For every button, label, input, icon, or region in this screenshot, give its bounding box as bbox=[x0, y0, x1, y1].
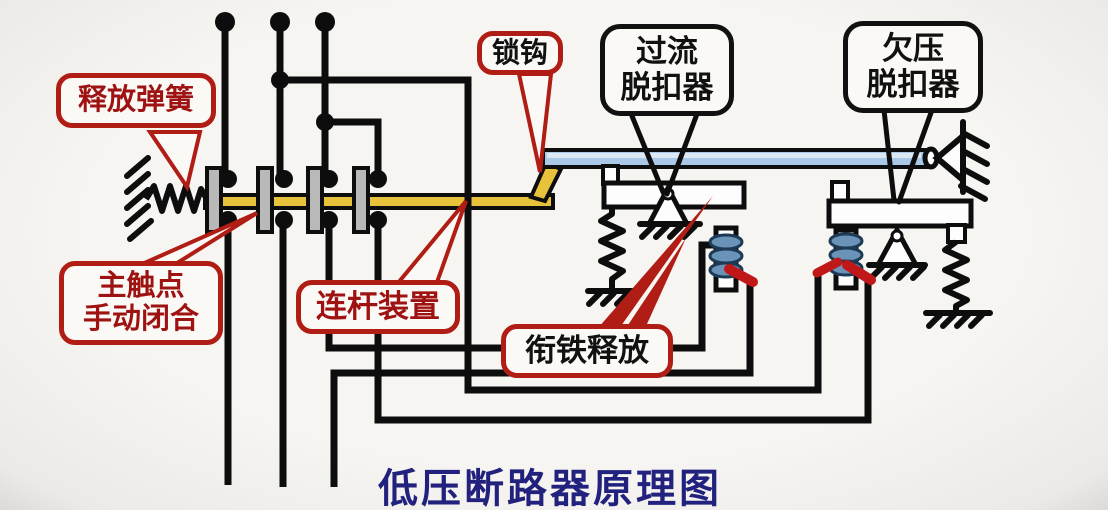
contact-plate bbox=[256, 166, 274, 234]
release-spring-pointer bbox=[146, 130, 203, 192]
contact-plate bbox=[306, 166, 324, 234]
uv-coil-feed-stub bbox=[812, 257, 843, 278]
contact-plates bbox=[205, 166, 370, 234]
terminal-dot bbox=[315, 12, 335, 32]
terminal-dots bbox=[215, 12, 387, 229]
fixed-contact-dot bbox=[320, 170, 338, 188]
label-main-contact-line2: 手动闭合 bbox=[82, 303, 199, 335]
terminal-dot bbox=[270, 12, 290, 32]
armature-release-pointer-1 bbox=[598, 196, 713, 333]
bar-end-cone bbox=[932, 129, 966, 187]
wall-anchor-left bbox=[124, 155, 154, 242]
fixed-contact-dot bbox=[369, 170, 387, 188]
junction-dot bbox=[316, 113, 334, 131]
oc-armature bbox=[724, 264, 758, 287]
label-release-spring: 释放弹簧 bbox=[56, 73, 216, 128]
pole3-branch-wire bbox=[325, 118, 382, 176]
uv-spring-ground bbox=[923, 310, 993, 329]
uv-lever bbox=[826, 198, 974, 229]
uv-pivot-ground bbox=[866, 262, 928, 281]
label-undervoltage: 欠压 脱扣器 bbox=[843, 21, 983, 113]
label-release-spring-text: 释放弹簧 bbox=[77, 83, 194, 116]
label-overcurrent-line1: 过流 bbox=[636, 34, 698, 70]
label-undervoltage-line2: 脱扣器 bbox=[866, 67, 960, 102]
label-armature-release: 衔铁释放 bbox=[501, 324, 673, 378]
label-main-contact: 主触点 手动闭合 bbox=[59, 261, 223, 345]
main-contact-pointer bbox=[139, 211, 259, 267]
undervoltage-pointer bbox=[881, 107, 935, 205]
lockhook-uvcoil-wire bbox=[280, 76, 822, 394]
label-lock-hook: 锁钩 bbox=[477, 31, 563, 75]
label-armature-release-text: 衔铁释放 bbox=[525, 333, 649, 369]
fixed-contact-dot bbox=[275, 170, 293, 188]
label-linkage: 连杆装置 bbox=[296, 280, 460, 334]
contact-plate bbox=[352, 166, 370, 234]
junction-dot bbox=[271, 71, 289, 89]
oc-lever-spring bbox=[598, 207, 626, 290]
release-spring bbox=[143, 183, 211, 214]
fixed-contact-dot bbox=[369, 211, 387, 229]
uv-armature bbox=[842, 260, 876, 285]
label-linkage-text: 连杆装置 bbox=[316, 289, 440, 325]
fixed-contact-dot bbox=[320, 211, 338, 229]
label-undervoltage-line1: 欠压 bbox=[882, 31, 944, 67]
terminal-dot bbox=[215, 12, 235, 32]
wall-anchor-right bbox=[958, 119, 990, 202]
linkage-pointer bbox=[393, 199, 468, 288]
overcurrent-trip-unit bbox=[585, 164, 758, 307]
undervoltage-trip-unit bbox=[812, 180, 993, 329]
overcurrent-pointer bbox=[629, 111, 700, 197]
fixed-contact-dot bbox=[275, 211, 293, 229]
fixed-contact-dot bbox=[219, 170, 237, 188]
label-main-contact-line1: 主触点 bbox=[97, 269, 185, 302]
uv-lever-spring bbox=[942, 239, 970, 312]
label-lock-hook-text: 锁钩 bbox=[491, 36, 548, 68]
armature-release-pointer-2 bbox=[624, 238, 686, 335]
diagram-title: 低压断路器原理图 bbox=[378, 467, 722, 510]
label-overcurrent: 过流 脱扣器 bbox=[600, 24, 734, 116]
label-overcurrent-line2: 脱扣器 bbox=[620, 70, 714, 105]
contact-plate bbox=[205, 166, 223, 234]
uv-spring-stub bbox=[946, 223, 967, 244]
